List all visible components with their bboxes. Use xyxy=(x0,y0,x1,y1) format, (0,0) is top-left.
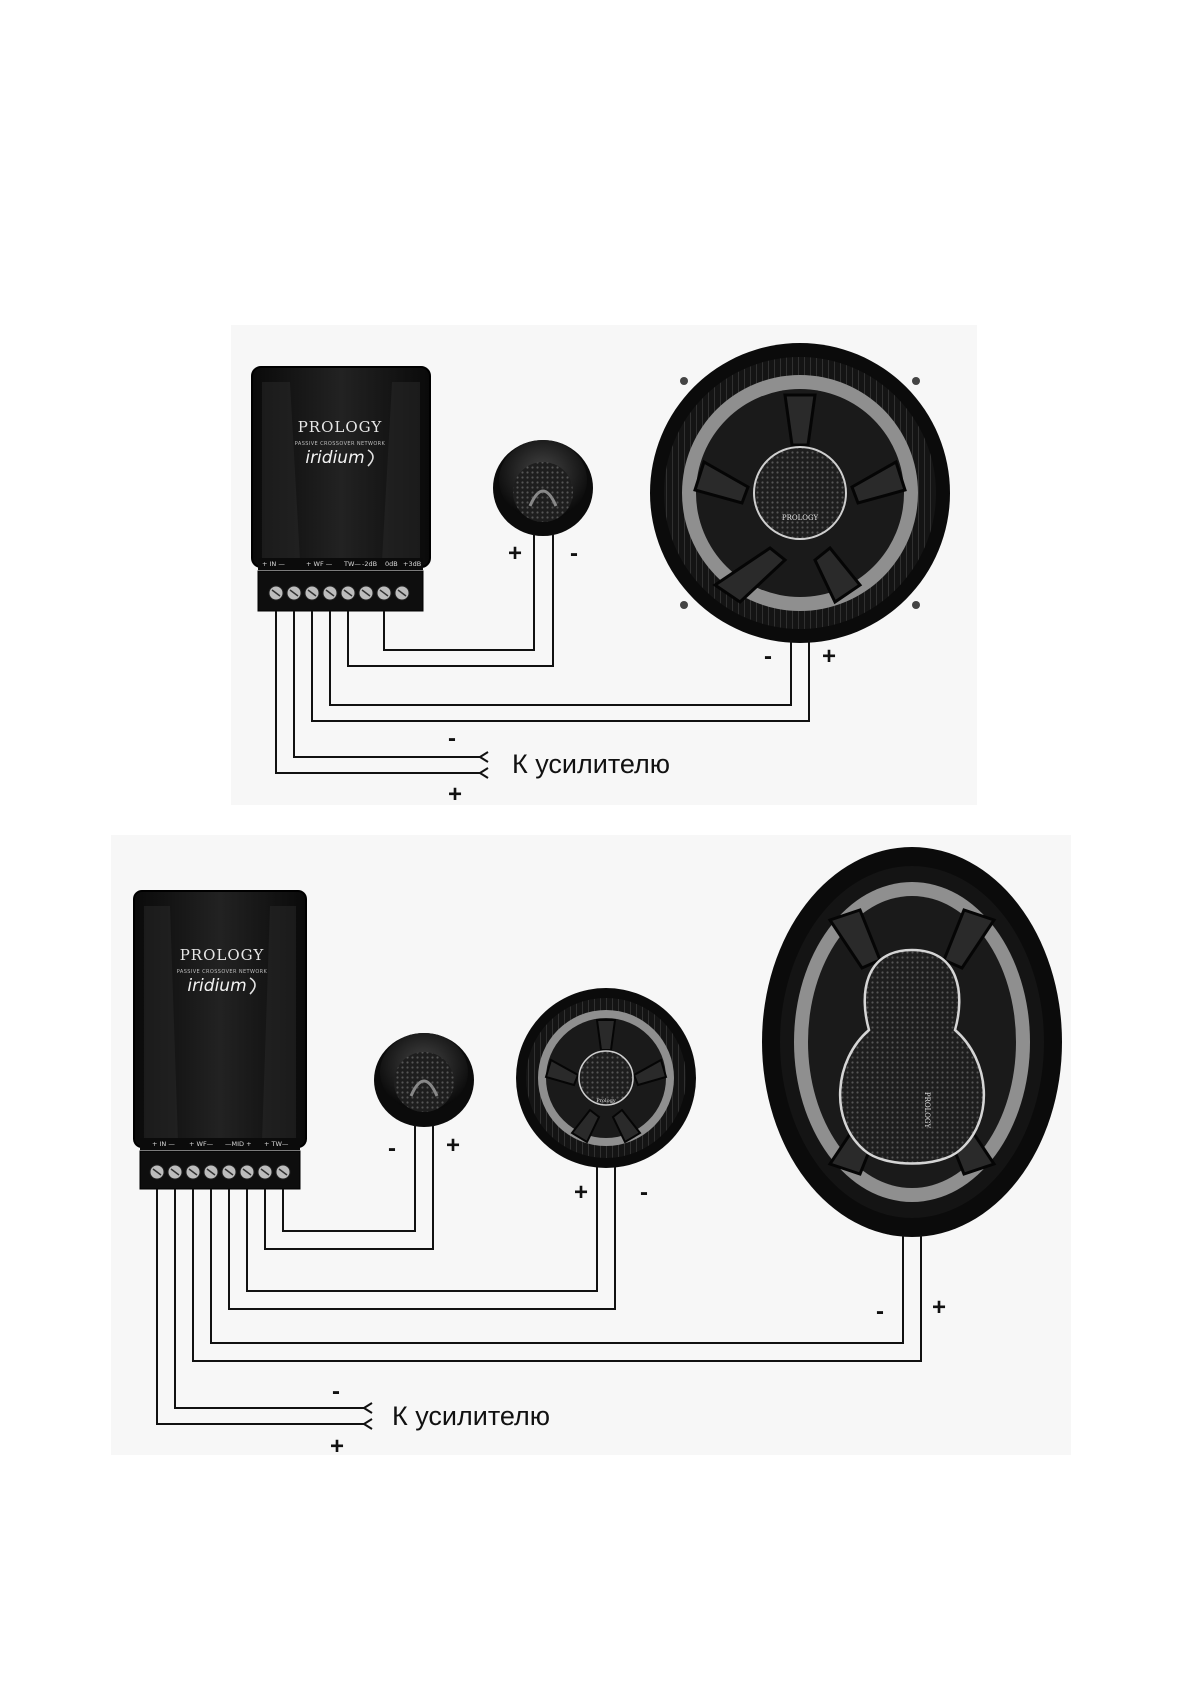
crossover-1-label-wf: + WF — xyxy=(306,560,333,568)
midrange-2-minus-sign: - xyxy=(640,1179,648,1206)
woofer-2-minus-sign: - xyxy=(876,1298,884,1325)
wire-mid-2-plus xyxy=(246,1167,598,1292)
oval-woofer-2: PROLOGY xyxy=(762,847,1062,1237)
wire-woofer-2-plus xyxy=(192,1189,922,1362)
crossover-1-label-plus3db: +3dB xyxy=(403,560,421,568)
tweeter-2-plus-sign: + xyxy=(446,1132,461,1159)
tweeter-1 xyxy=(493,440,593,536)
wire-amp-2-plus xyxy=(156,1189,364,1425)
crossover-2-label-wf: + WF— xyxy=(189,1140,214,1148)
midrange-2-brand: Prology xyxy=(596,1098,616,1104)
wire-mid-2-minus xyxy=(228,1167,616,1310)
wire-woofer-2-minus xyxy=(210,1189,904,1344)
wires-diagram-1 xyxy=(275,534,810,779)
tweeter-2-minus-sign: - xyxy=(388,1135,396,1162)
crossover-2-subtitle: PASSIVE CROSSOVER NETWORK xyxy=(177,969,268,975)
midrange-speaker-2: Prology xyxy=(516,988,696,1168)
crossover-2: PROLOGY PASSIVE CROSSOVER NETWORK iridiu… xyxy=(133,890,307,1190)
tweeter-2 xyxy=(374,1033,474,1127)
wire-tweeter-1-minus xyxy=(347,534,554,667)
crossover-1-label-0db: 0dB xyxy=(385,560,398,568)
wire-amp-1-plus xyxy=(275,611,480,774)
tweeter-1-plus-sign: + xyxy=(508,540,523,567)
wire-woofer-1-minus xyxy=(329,611,792,706)
amp-2-minus-sign: - xyxy=(332,1378,340,1405)
crossover-1-label-in: + IN — xyxy=(262,560,285,568)
crossover-1-label-minus2db: -2dB xyxy=(362,560,377,568)
wire-tweeter-2-minus xyxy=(282,1125,416,1232)
wire-tweeter-1-plus xyxy=(383,534,535,651)
woofer-1-plus-sign: + xyxy=(822,643,837,670)
woofer-2-brand: PROLOGY xyxy=(923,1092,931,1129)
wire-tweeter-2-plus xyxy=(264,1125,434,1250)
woofer-1-brand: PROLOGY xyxy=(782,514,819,522)
amp-1-plus-sign: + xyxy=(448,781,463,808)
crossover-1-brand: PROLOGY xyxy=(298,418,383,436)
amp-1-label: К усилителю xyxy=(512,749,671,779)
crossover-1: PROLOGY PASSIVE CROSSOVER NETWORK iridiu… xyxy=(251,366,431,612)
crossover-2-brand: PROLOGY xyxy=(180,946,265,964)
woofer-1: PROLOGY xyxy=(650,343,950,643)
crossover-2-label-mid: —MID + xyxy=(225,1140,252,1148)
wire-amp-2-minus xyxy=(174,1189,364,1409)
crossover-1-model: iridium xyxy=(305,448,364,468)
crossover-2-model: iridium xyxy=(187,976,246,996)
crossover-2-label-tw: + TW— xyxy=(264,1140,289,1148)
midrange-2-plus-sign: + xyxy=(574,1179,589,1206)
crossover-2-label-in: + IN — xyxy=(152,1140,175,1148)
amp-2-label: К усилителю xyxy=(392,1401,551,1431)
wires-diagram-2 xyxy=(156,1125,922,1430)
woofer-1-minus-sign: - xyxy=(764,643,772,670)
tweeter-1-minus-sign: - xyxy=(570,540,578,567)
woofer-2-plus-sign: + xyxy=(932,1294,947,1321)
amp-1-minus-sign: - xyxy=(448,725,456,752)
crossover-1-label-tw: TW— xyxy=(343,560,361,568)
wire-woofer-1-plus xyxy=(311,611,810,722)
crossover-1-subtitle: PASSIVE CROSSOVER NETWORK xyxy=(295,441,386,447)
amp-2-plus-sign: + xyxy=(330,1433,345,1460)
wire-amp-1-minus xyxy=(293,611,480,758)
